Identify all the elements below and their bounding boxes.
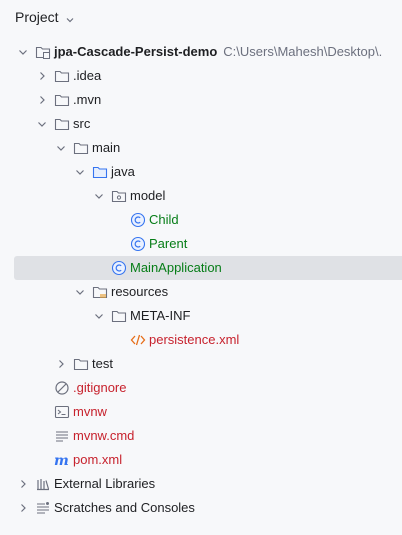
tree-label-resources: resources	[111, 280, 168, 304]
chevron-down-icon[interactable]	[36, 118, 48, 130]
tree-label-mvn: .mvn	[73, 88, 101, 112]
tree-row-mainapp[interactable]: MainApplication	[14, 256, 402, 280]
folder-icon	[73, 356, 89, 372]
tree-label-test: test	[92, 352, 113, 376]
tree-row-extlibs[interactable]: External Libraries	[0, 472, 402, 496]
tree-label-model: model	[130, 184, 165, 208]
xml-icon	[130, 332, 146, 348]
chevron-down-icon[interactable]	[74, 166, 86, 178]
project-path: C:\Users\Mahesh\Desktop\.	[223, 44, 383, 59]
tree-label-text: .mvn	[73, 92, 102, 107]
tree-row-mvnwcmd[interactable]: mvnw.cmd	[0, 424, 402, 448]
chevron-down-icon[interactable]	[17, 46, 29, 58]
chevron-down-icon[interactable]	[55, 142, 67, 154]
tree-label-text: Scratches and Consoles	[54, 500, 195, 515]
folder-icon	[111, 308, 127, 324]
project-title: Project	[15, 9, 59, 25]
tree-label-text: META-INF	[130, 308, 191, 323]
terminal-icon	[54, 404, 70, 420]
source-folder-icon	[92, 164, 108, 180]
folder-icon	[54, 116, 70, 132]
tree-label-text: pom.xml	[73, 452, 123, 467]
chevron-down-icon[interactable]	[65, 12, 75, 23]
tree-label-text: mvnw.cmd	[73, 428, 135, 443]
tree-row-gitignore[interactable]: .gitignore	[0, 376, 402, 400]
tree-label-java: java	[111, 160, 135, 184]
tree-label-text: resources	[111, 284, 169, 299]
tree-label-extlibs: External Libraries	[54, 472, 155, 496]
tree-label-text: model	[130, 188, 166, 203]
project-header[interactable]: Project	[0, 0, 402, 34]
tree-label-text: jpa-Cascade-Persist-demo	[54, 44, 218, 59]
tree-label-pom: pom.xml	[73, 448, 122, 472]
tree-label-child: Child	[149, 208, 179, 232]
chevron-right-icon[interactable]	[36, 70, 48, 82]
svg-text:m: m	[54, 453, 69, 468]
tree-label-text: .idea	[73, 68, 102, 83]
tree-row-test[interactable]: test	[0, 352, 402, 376]
tree-label-text: Child	[149, 212, 179, 227]
tree-row-child[interactable]: Child	[0, 208, 402, 232]
folder-icon	[54, 92, 70, 108]
tree-row-mvnw[interactable]: mvnw	[0, 400, 402, 424]
libraries-icon	[35, 476, 51, 492]
tree-row-parent[interactable]: Parent	[0, 232, 402, 256]
package-icon	[111, 188, 127, 204]
class-icon	[130, 236, 146, 252]
tree-label-mainapp: MainApplication	[130, 256, 222, 280]
class-icon	[130, 212, 146, 228]
resources-folder-icon	[92, 284, 108, 300]
ignore-icon	[54, 380, 70, 396]
tree-label-text: mvnw	[73, 404, 107, 419]
tree-label-scratches: Scratches and Consoles	[54, 496, 195, 520]
tree-row-persistence[interactable]: persistence.xml	[0, 328, 402, 352]
tree-label-gitignore: .gitignore	[73, 376, 126, 400]
tree-row-root[interactable]: jpa-Cascade-Persist-demo C:\Users\Mahesh\…	[0, 40, 402, 64]
tree-label-root: jpa-Cascade-Persist-demo C:\Users\Mahesh\…	[54, 40, 382, 64]
tree-row-resources[interactable]: resources	[0, 280, 402, 304]
folder-icon	[73, 140, 89, 156]
tree-label-metainf: META-INF	[130, 304, 190, 328]
tree-row-java[interactable]: java	[0, 160, 402, 184]
chevron-down-icon[interactable]	[93, 310, 105, 322]
tree-label-idea: .idea	[73, 64, 101, 88]
tree-row-idea[interactable]: .idea	[0, 64, 402, 88]
tree-row-scratches[interactable]: Scratches and Consoles	[0, 496, 402, 520]
tree-label-parent: Parent	[149, 232, 187, 256]
tree-label-mvnw: mvnw	[73, 400, 107, 424]
tree-row-main[interactable]: main	[0, 136, 402, 160]
tree-label-main: main	[92, 136, 120, 160]
tree-row-src[interactable]: src	[0, 112, 402, 136]
chevron-down-icon[interactable]	[74, 286, 86, 298]
tree-label-mvnwcmd: mvnw.cmd	[73, 424, 134, 448]
tree-label-text: test	[92, 356, 113, 371]
class-icon	[111, 260, 127, 276]
tree-row-pom[interactable]: m pom.xml	[0, 448, 402, 472]
tree-label-src: src	[73, 112, 90, 136]
tree-label-persistence: persistence.xml	[149, 328, 239, 352]
chevron-right-icon[interactable]	[17, 502, 29, 514]
chevron-right-icon[interactable]	[36, 94, 48, 106]
tree-row-mvn[interactable]: .mvn	[0, 88, 402, 112]
tree-label-text: main	[92, 140, 121, 155]
folder-icon	[54, 68, 70, 84]
chevron-right-icon[interactable]	[17, 478, 29, 490]
text-file-icon	[54, 428, 70, 444]
scratches-icon	[35, 500, 51, 516]
maven-icon: m	[54, 452, 70, 468]
tree-row-metainf[interactable]: META-INF	[0, 304, 402, 328]
tree-label-text: Parent	[149, 236, 188, 251]
tree-label-text: java	[111, 164, 135, 179]
tree-label-text: src	[73, 116, 91, 131]
module-folder-icon	[35, 44, 51, 60]
tree-label-text: MainApplication	[130, 260, 222, 275]
tree-label-text: External Libraries	[54, 476, 156, 491]
chevron-down-icon[interactable]	[93, 190, 105, 202]
tree-row-model[interactable]: model	[0, 184, 402, 208]
chevron-right-icon[interactable]	[55, 358, 67, 370]
tree-label-text: .gitignore	[73, 380, 127, 395]
tree-label-text: persistence.xml	[149, 332, 240, 347]
